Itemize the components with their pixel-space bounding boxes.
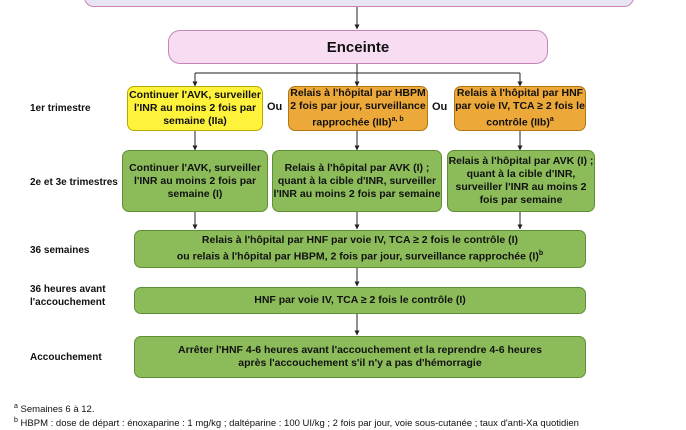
row-label-36-weeks: 36 semaines [30,245,90,256]
36-hours-box: HNF par voie IV, TCA ≥ 2 fois le contrôl… [134,287,586,314]
footnote-ref-ab: a, b [391,116,404,124]
row-label-delivery: Accouchement [30,352,102,363]
t23-avk-box: Continuer l'AVK, surveiller l'INR au moi… [122,150,268,212]
footnote-a: a Semaines 6 à 12. [14,403,95,416]
enceinte-title: Enceinte [326,38,390,56]
or-label-2: Ou [432,101,448,113]
t1-hbpm-box: Relais à l'hôpital par HBPM 2 fois par j… [288,86,428,131]
or-label-1: Ou [267,101,283,113]
t1-hnf-box: Relais à l'hôpital par HNF par voie IV, … [454,86,586,131]
t23-relais-avk-box-1: Relais à l'hôpital par AVK (I) ; quant à… [272,150,442,212]
enceinte-box: Enceinte [168,30,548,64]
row-label-1st-trimester: 1er trimestre [30,103,91,114]
36-weeks-box: Relais à l'hôpital par HNF par voie IV, … [134,230,586,268]
delivery-box: Arrêter l'HNF 4-6 heures avant l'accouch… [134,336,586,378]
footnote-b: b HBPM : dose de départ : énoxaparine : … [14,417,579,430]
row-label-36-hours: 36 heures avant l'accouchement [30,284,106,308]
row-label-2-3-trimesters: 2e et 3e trimestres [30,177,118,188]
footnote-ref-b: b [538,250,544,258]
t1-avk-box: Continuer l'AVK, surveiller l'INR au moi… [127,86,263,131]
t23-relais-avk-box-2: Relais à l'hôpital par AVK (I) ; quant à… [447,150,595,212]
footnote-ref-a: a [549,116,554,124]
